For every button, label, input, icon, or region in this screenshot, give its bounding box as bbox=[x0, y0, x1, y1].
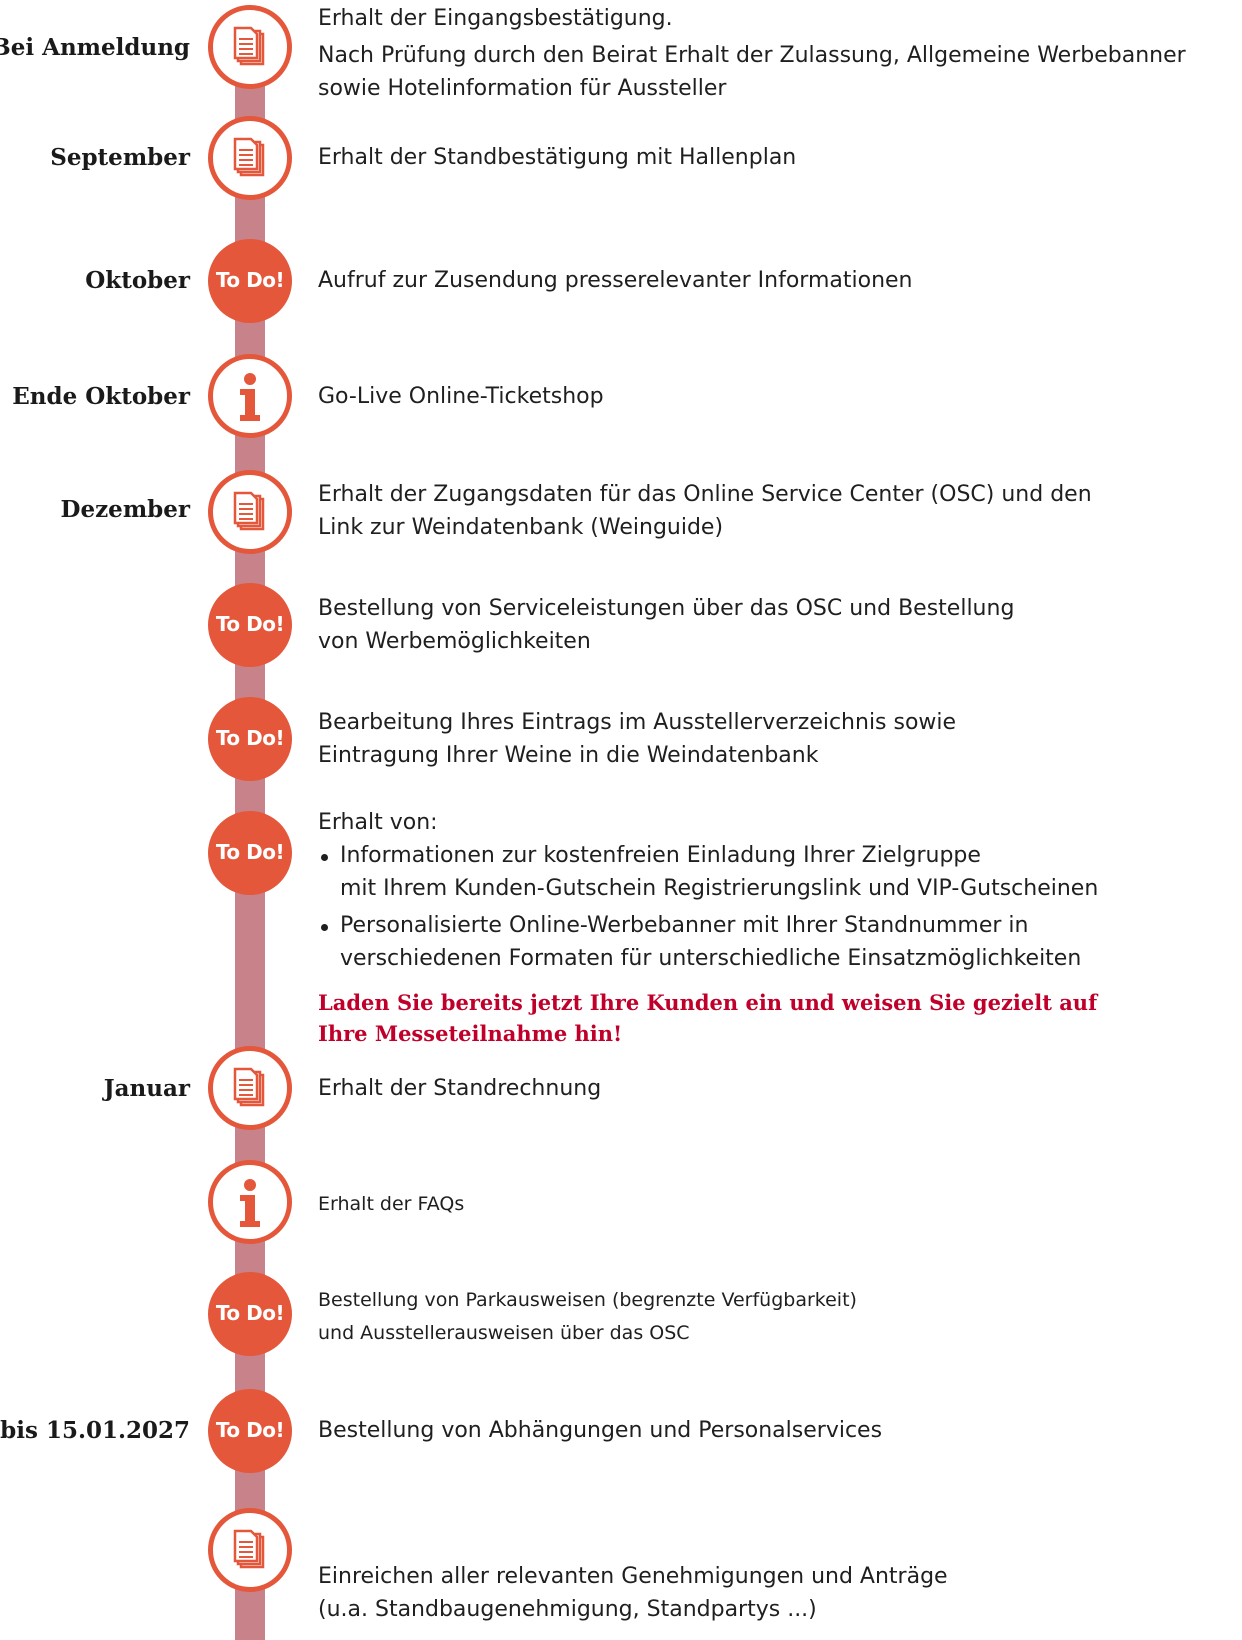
todo-badge-label: To Do! bbox=[215, 726, 285, 750]
entry-line: Erhalt der FAQs bbox=[318, 1193, 465, 1215]
entry-line: Erhalt der Standrechnung bbox=[318, 1076, 602, 1101]
todo-badge: To Do! bbox=[208, 239, 292, 323]
entry-date: bis 15.01.2027 bbox=[0, 1417, 190, 1444]
bullet-line: verschiedenen Formaten für unterschiedli… bbox=[340, 946, 1082, 971]
entry-text: Go-Live Online-Ticketshop bbox=[318, 380, 1218, 413]
todo-badge-label: To Do! bbox=[215, 268, 285, 292]
entry-line: Bestellung von Parkausweisen (begrenzte … bbox=[318, 1289, 857, 1311]
bullet-list: Informationen zur kostenfreien Einladung… bbox=[318, 839, 1218, 975]
document-icon bbox=[208, 1046, 292, 1130]
entry-text: Erhalt der Zugangsdaten für das Online S… bbox=[318, 478, 1218, 544]
entry-intro: Erhalt von: bbox=[318, 810, 438, 835]
document-icon bbox=[208, 5, 292, 89]
entry-date: September bbox=[50, 144, 190, 171]
entry-line: Bearbeitung Ihres Eintrags im Aussteller… bbox=[318, 710, 957, 735]
todo-badge-label: To Do! bbox=[215, 840, 285, 864]
entry-date: Dezember bbox=[60, 496, 190, 523]
todo-badge: To Do! bbox=[208, 1272, 292, 1356]
entry-line: Erhalt der Eingangsbestätigung. bbox=[318, 6, 673, 31]
todo-badge: To Do! bbox=[208, 811, 292, 895]
entry-line: Bestellung von Serviceleistungen über da… bbox=[318, 596, 1015, 621]
entry-line: Erhalt der Standbestätigung mit Hallenpl… bbox=[318, 145, 797, 170]
highlight-line: Laden Sie bereits jetzt Ihre Kunden ein … bbox=[318, 990, 1098, 1015]
entry-text: Einreichen aller relevanten Genehmigunge… bbox=[318, 1560, 1218, 1626]
bullet-item: Personalisierte Online-Werbebanner mit I… bbox=[318, 909, 1218, 975]
entry-text: Bestellung von Serviceleistungen über da… bbox=[318, 592, 1218, 658]
bullet-line: Informationen zur kostenfreien Einladung… bbox=[340, 843, 981, 868]
highlight-line: Ihre Messeteilnahme hin! bbox=[318, 1021, 623, 1046]
entry-date: Ende Oktober bbox=[12, 383, 190, 410]
entry-line: und Ausstellerausweisen über das OSC bbox=[318, 1322, 690, 1344]
document-icon bbox=[208, 1508, 292, 1592]
entry-line: sowie Hotelinformation für Aussteller bbox=[318, 76, 727, 101]
entry-line: Eintragung Ihrer Weine in die Weindatenb… bbox=[318, 743, 819, 768]
entry-text: Bearbeitung Ihres Eintrags im Aussteller… bbox=[318, 706, 1218, 772]
entry-text: Erhalt der Standrechnung bbox=[318, 1072, 1218, 1105]
entry-line: Aufruf zur Zusendung presserelevanter In… bbox=[318, 268, 913, 293]
document-icon bbox=[208, 116, 292, 200]
info-icon bbox=[208, 354, 292, 438]
entry-line: Erhalt der Zugangsdaten für das Online S… bbox=[318, 482, 1092, 507]
entry-text: Bestellung von Abhängungen und Personals… bbox=[318, 1414, 1218, 1447]
todo-badge-label: To Do! bbox=[215, 1418, 285, 1442]
bullet-line: Personalisierte Online-Werbebanner mit I… bbox=[340, 913, 1029, 938]
document-icon bbox=[208, 470, 292, 554]
entry-line: Nach Prüfung durch den Beirat Erhalt der… bbox=[318, 43, 1186, 68]
entry-text: Bestellung von Parkausweisen (begrenzte … bbox=[318, 1284, 1218, 1350]
entry-line: Bestellung von Abhängungen und Personals… bbox=[318, 1418, 883, 1443]
entry-text: Erhalt der Standbestätigung mit Hallenpl… bbox=[318, 141, 1218, 174]
highlight-note: Laden Sie bereits jetzt Ihre Kunden ein … bbox=[318, 987, 1218, 1049]
info-icon bbox=[208, 1160, 292, 1244]
entry-text: Erhalt der Eingangsbestätigung. Nach Prü… bbox=[318, 2, 1218, 105]
bullet-item: Informationen zur kostenfreien Einladung… bbox=[318, 839, 1218, 905]
entry-line: Go-Live Online-Ticketshop bbox=[318, 384, 604, 409]
todo-badge-label: To Do! bbox=[215, 1301, 285, 1325]
entry-date: Januar bbox=[103, 1075, 190, 1102]
entry-line: von Werbemöglichkeiten bbox=[318, 629, 591, 654]
entry-text: Aufruf zur Zusendung presserelevanter In… bbox=[318, 264, 1218, 297]
todo-badge: To Do! bbox=[208, 583, 292, 667]
entry-line: Link zur Weindatenbank (Weinguide) bbox=[318, 515, 724, 540]
entry-line: Einreichen aller relevanten Genehmigunge… bbox=[318, 1564, 948, 1589]
todo-badge: To Do! bbox=[208, 1389, 292, 1473]
entry-text: Erhalt von: Informationen zur kostenfrei… bbox=[318, 806, 1218, 1049]
entry-date: Bei Anmeldung bbox=[0, 34, 190, 61]
todo-badge-label: To Do! bbox=[215, 612, 285, 636]
todo-badge: To Do! bbox=[208, 697, 292, 781]
entry-date: Oktober bbox=[85, 267, 190, 294]
entry-line: (u.a. Standbaugenehmigung, Standpartys .… bbox=[318, 1597, 817, 1622]
bullet-line: mit Ihrem Kunden-Gutschein Registrierung… bbox=[340, 876, 1099, 901]
entry-text: Erhalt der FAQs bbox=[318, 1188, 1218, 1221]
